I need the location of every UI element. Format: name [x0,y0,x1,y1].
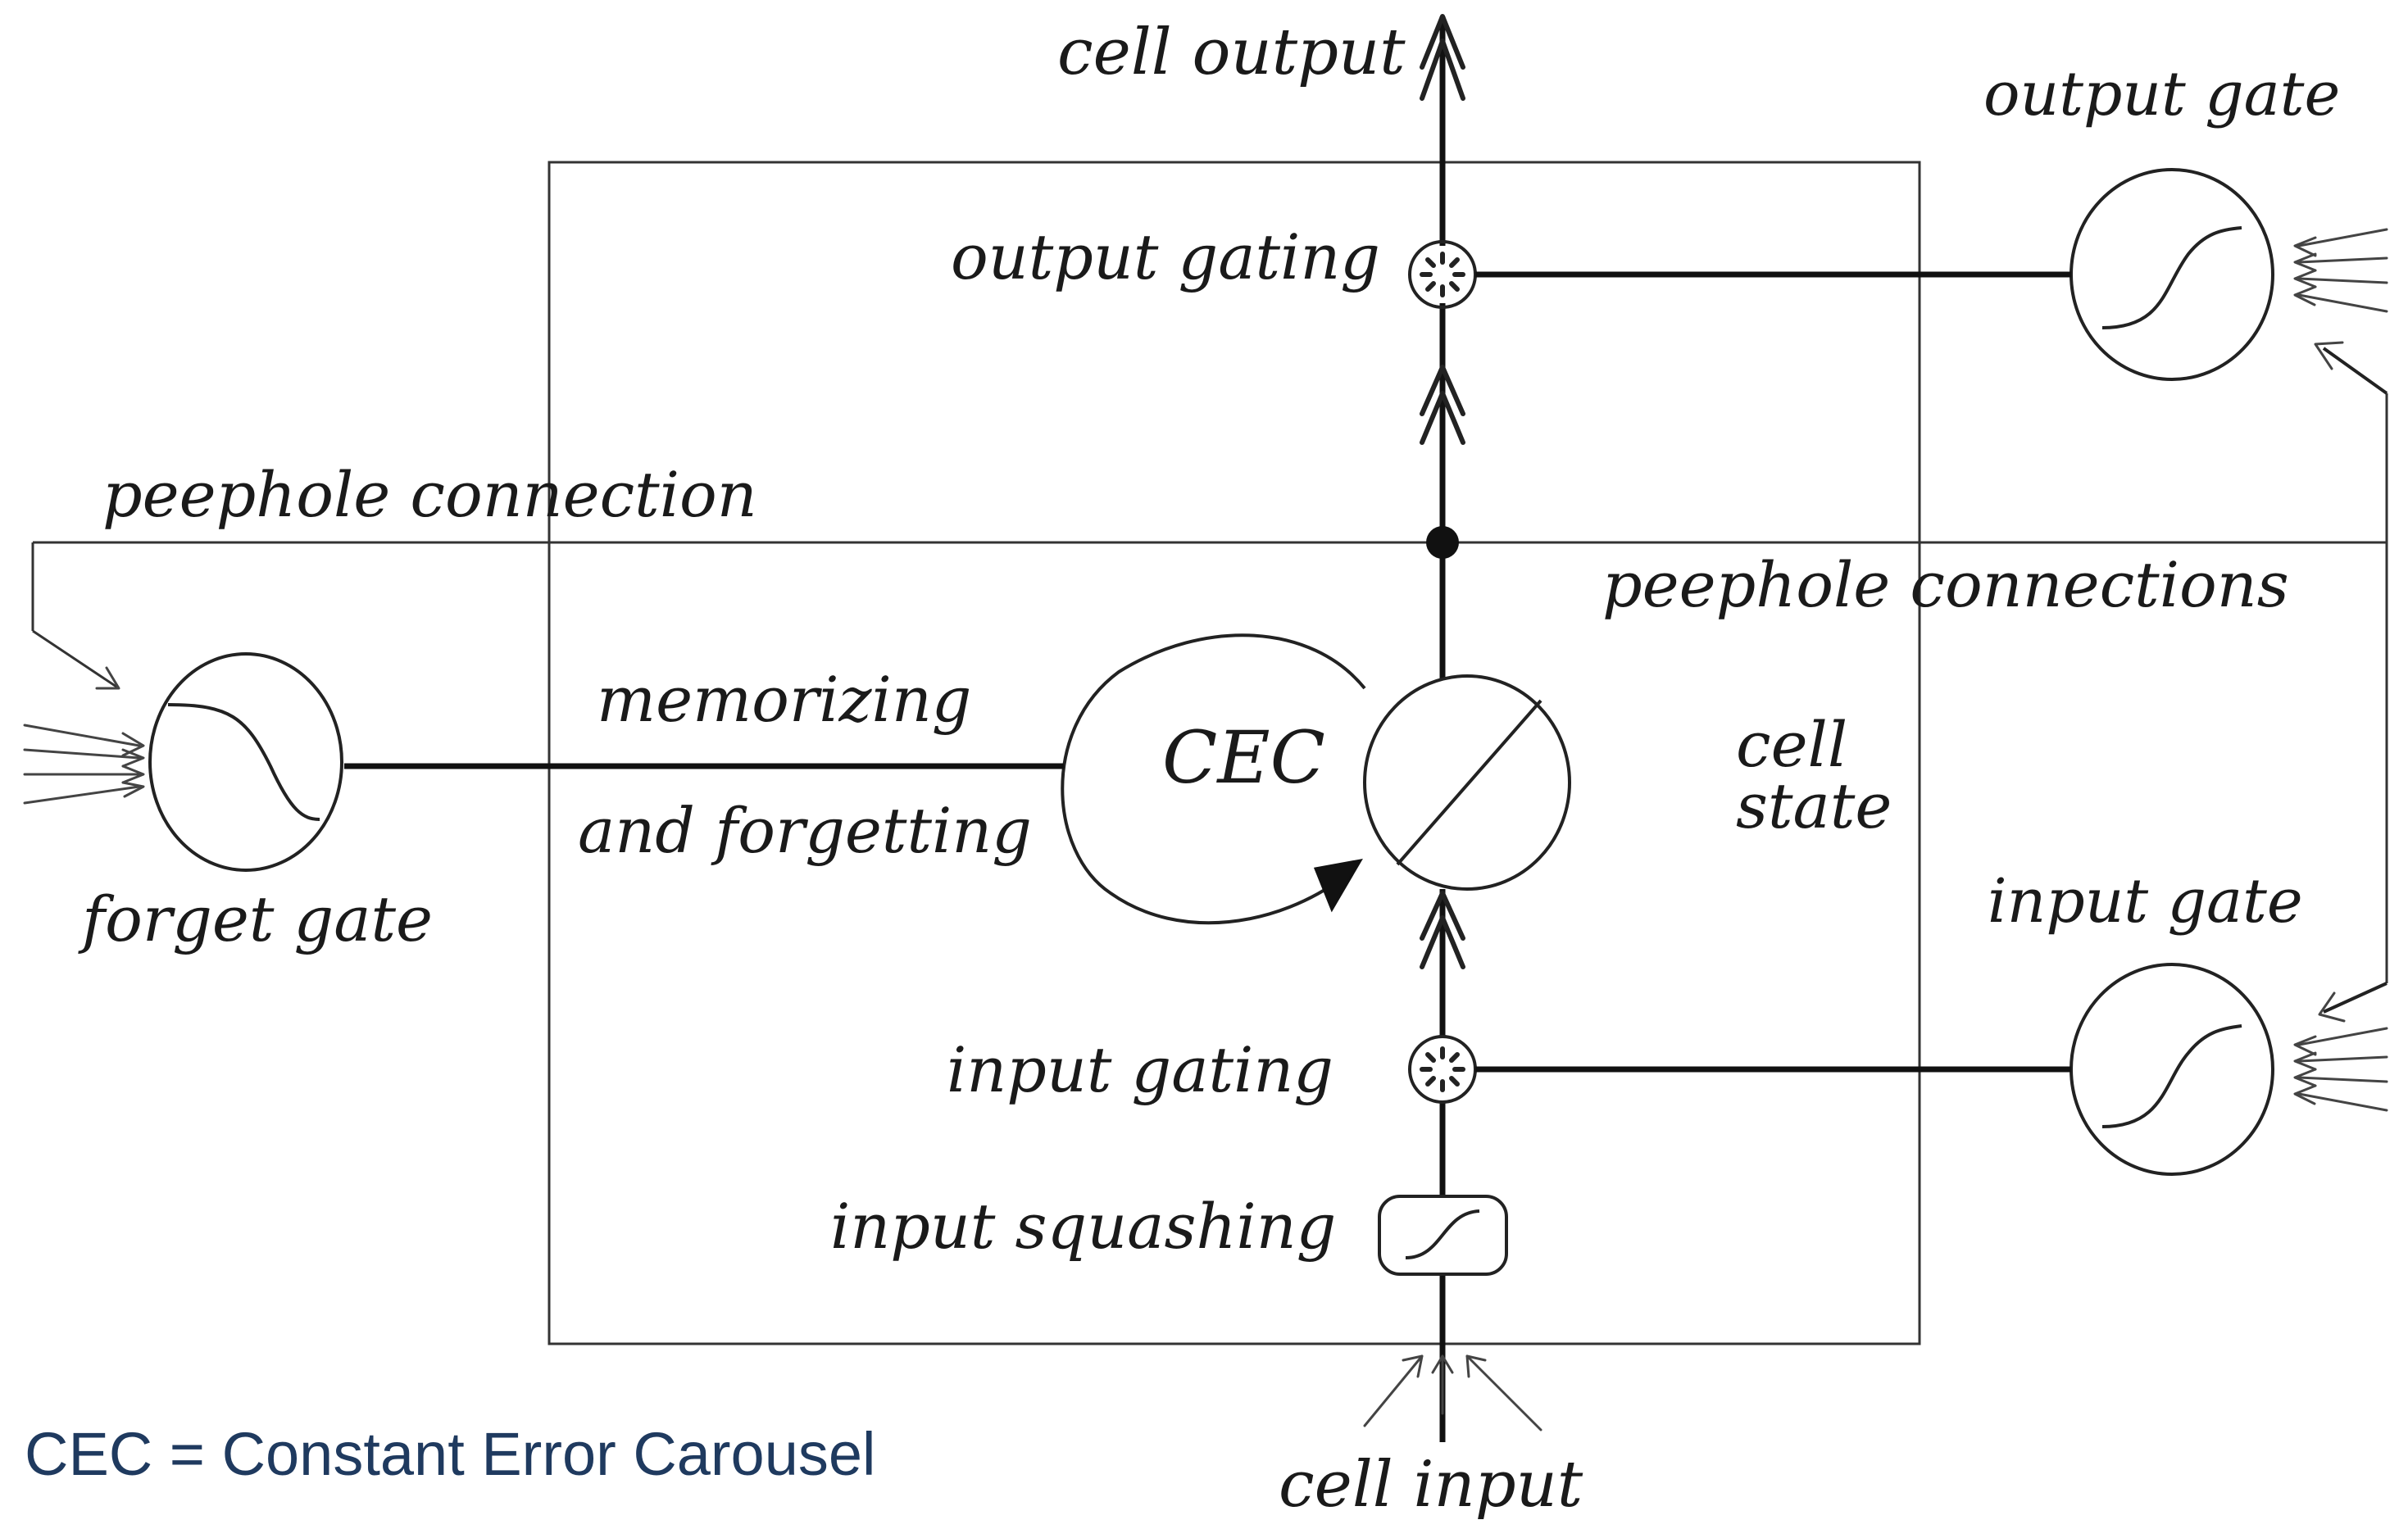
cell-block [547,161,1921,1345]
memorizing-label: memorizing [597,663,971,736]
output-gating-label: output gating [951,220,1380,293]
cell-output-label: cell output [1057,16,1406,89]
output-gate-input-arrows [2293,228,2388,313]
output-gate-label: output gate [1983,59,2340,129]
peephole-connection-label: peephole connection [102,458,757,531]
cec-legend-text: CEC = Constant Error Carousel [25,1420,875,1488]
forget-gate-input-arrows [23,724,145,805]
peephole-connections-label: peephole connections [1602,548,2289,621]
input-gate-label: input gate [1988,866,2303,937]
and-forgetting-label: and forgetting [578,794,1032,867]
cec-linear-unit [1363,674,1571,891]
input-gate-input-arrows [2293,1027,2388,1112]
forget-gate-icon [148,652,343,872]
input-squashing-icon [1378,1195,1508,1276]
cell-state-label-line2: state [1736,769,1892,842]
input-squashing-label: input squashing [830,1190,1336,1263]
cec-label: CEC [1162,715,1325,800]
input-gating-multiply-icon [1408,1035,1477,1104]
cell-input-arrows [1363,1354,1542,1431]
cell-state-label-line1: cell [1736,708,1847,781]
input-gate-icon [2070,963,2274,1176]
peephole-lines [31,341,2388,1023]
cell-input-label: cell input [1279,1448,1583,1522]
output-gating-multiply-icon [1408,240,1477,309]
output-gate-icon [2070,168,2274,381]
input-gating-label: input gating [947,1033,1333,1106]
forget-gate-label: forget gate [78,882,433,955]
central-arrowheads [1420,14,1465,969]
cec-self-loop [1061,633,1366,925]
